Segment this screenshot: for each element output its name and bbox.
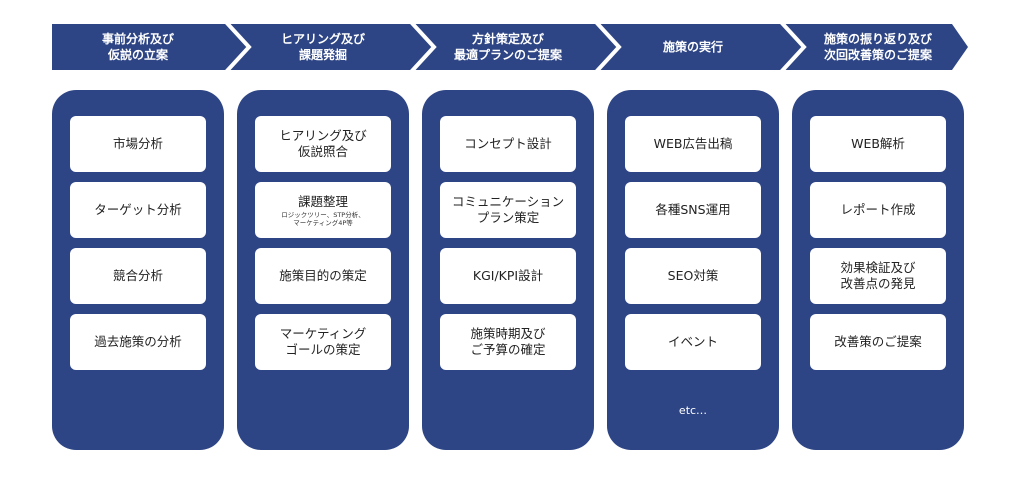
card-concept-design: コンセプト設計 bbox=[440, 116, 576, 172]
card-target-analysis: ターゲット分析 bbox=[70, 182, 206, 238]
step-5-title: 施策の振り返り及び 次回改善策のご提案 bbox=[823, 32, 932, 62]
chevron-bar-background bbox=[52, 24, 968, 70]
card-label: レポート作成 bbox=[840, 202, 916, 217]
card-label: コミュニケーション プラン策定 bbox=[451, 194, 565, 225]
card-label: WEB解析 bbox=[851, 136, 905, 151]
card-label: マーケティング ゴールの策定 bbox=[279, 326, 367, 357]
step-1-title: 事前分析及び 仮説の立案 bbox=[101, 32, 174, 62]
step-4-panel: WEB広告出稿 各種SNS運用 SEO対策 イベント etc… bbox=[607, 90, 779, 450]
card-event: イベント bbox=[625, 314, 761, 370]
card-label: コンセプト設計 bbox=[464, 136, 552, 151]
chevron-separator-3 bbox=[594, 20, 622, 74]
card-web-ads: WEB広告出稿 bbox=[625, 116, 761, 172]
step-3-panel: コンセプト設計 コミュニケーション プラン策定 KGI/KPI設計 施策時期及び… bbox=[422, 90, 594, 450]
card-effect-verification: 効果検証及び 改善点の発見 bbox=[810, 248, 946, 304]
process-chevron-bar bbox=[52, 20, 968, 74]
card-label: ターゲット分析 bbox=[94, 202, 182, 217]
card-label: 改善策のご提案 bbox=[834, 334, 922, 349]
chevron-separator-1 bbox=[224, 20, 252, 74]
card-marketing-goal: マーケティング ゴールの策定 bbox=[255, 314, 391, 370]
card-label: 市場分析 bbox=[112, 136, 163, 151]
card-label: イベント bbox=[667, 334, 718, 349]
card-hearing-hypothesis: ヒアリング及び 仮説照合 bbox=[255, 116, 391, 172]
card-seo: SEO対策 bbox=[625, 248, 761, 304]
step-1-panel: 市場分析 ターゲット分析 競合分析 過去施策の分析 bbox=[52, 90, 224, 450]
step-5-panel: WEB解析 レポート作成 効果検証及び 改善点の発見 改善策のご提案 bbox=[792, 90, 964, 450]
etc-note: etc… bbox=[678, 404, 708, 417]
card-label: SEO対策 bbox=[667, 268, 719, 283]
card-label: 課題整理 bbox=[297, 193, 348, 209]
card-kgi-kpi-design: KGI/KPI設計 bbox=[440, 248, 576, 304]
card-label: KGI/KPI設計 bbox=[472, 268, 544, 283]
step-3-title: 方針策定及び 最適プランのご提案 bbox=[453, 32, 562, 62]
step-2-panel: ヒアリング及び 仮説照合 課題整理 ロジックツリー、STP分析、 マーケティング… bbox=[237, 90, 409, 450]
card-label: 施策時期及び ご予算の確定 bbox=[470, 326, 546, 357]
card-issue-organization: 課題整理 ロジックツリー、STP分析、 マーケティング4P等 bbox=[255, 182, 391, 238]
card-report: レポート作成 bbox=[810, 182, 946, 238]
card-label: 各種SNS運用 bbox=[655, 202, 731, 217]
card-label: 競合分析 bbox=[112, 268, 163, 283]
card-timing-budget: 施策時期及び ご予算の確定 bbox=[440, 314, 576, 370]
card-label: ヒアリング及び 仮説照合 bbox=[279, 128, 367, 159]
card-market-analysis: 市場分析 bbox=[70, 116, 206, 172]
card-label: 過去施策の分析 bbox=[94, 334, 182, 349]
card-measure-purpose: 施策目的の策定 bbox=[255, 248, 391, 304]
chevron-separator-2 bbox=[409, 20, 437, 74]
step-4-title: 施策の実行 bbox=[662, 40, 723, 54]
card-sns-operation: 各種SNS運用 bbox=[625, 182, 761, 238]
card-label: 施策目的の策定 bbox=[279, 268, 367, 283]
card-past-measures-analysis: 過去施策の分析 bbox=[70, 314, 206, 370]
card-communication-plan: コミュニケーション プラン策定 bbox=[440, 182, 576, 238]
chevron-separator-4 bbox=[779, 20, 807, 74]
card-competitor-analysis: 競合分析 bbox=[70, 248, 206, 304]
card-improvement-proposal: 改善策のご提案 bbox=[810, 314, 946, 370]
step-2-title: ヒアリング及び 課題発掘 bbox=[280, 32, 365, 62]
card-label: WEB広告出稿 bbox=[653, 136, 733, 151]
card-web-analytics: WEB解析 bbox=[810, 116, 946, 172]
card-label: 効果検証及び 改善点の発見 bbox=[840, 260, 916, 291]
card-sublabel: ロジックツリー、STP分析、 マーケティング4P等 bbox=[281, 210, 365, 227]
